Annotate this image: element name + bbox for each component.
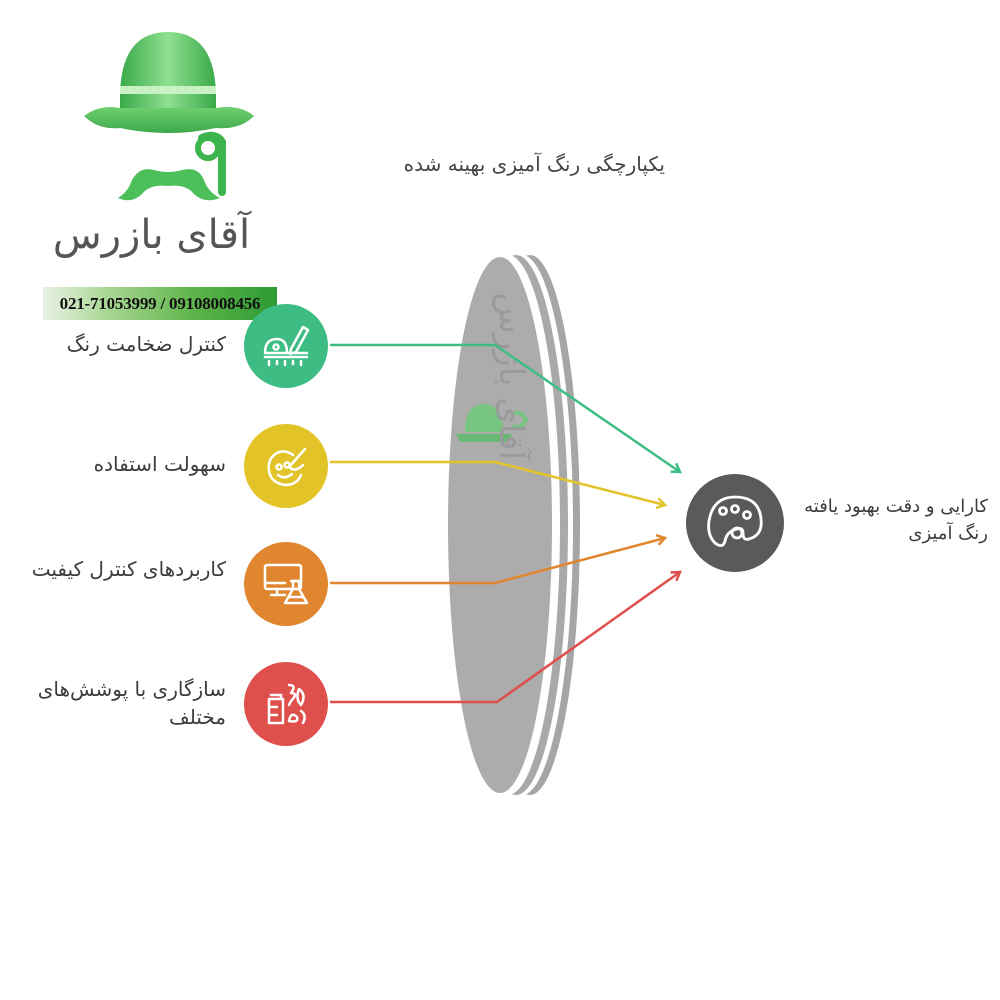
connector-line-3 — [330, 538, 665, 585]
input-label-1: کنترل ضخامت رنگ — [66, 332, 226, 356]
jar-leaf-icon — [267, 683, 306, 725]
lens-watermark-text: آقای بازرس — [491, 292, 532, 461]
connector-line-4 — [330, 572, 680, 704]
connector-line-1 — [330, 343, 680, 472]
output-circle — [686, 474, 784, 572]
connector-line-2 — [330, 460, 665, 505]
input-circle-4 — [244, 662, 328, 746]
input-label-4: سازگاری با پوشش‌های مختلف — [37, 677, 226, 729]
phone-numbers: 021-71053999 / 09108008456 — [59, 293, 261, 313]
phone-banner: 021-71053999 / 09108008456 — [43, 287, 277, 320]
input-circle-1 — [244, 304, 328, 388]
diagram-title: یکپارچگی رنگ آمیزی بهینه شده — [403, 152, 665, 176]
smiley-brush-icon — [267, 447, 307, 487]
monitor-flask-icon — [263, 563, 309, 605]
ruler-pencil-icon — [263, 325, 310, 367]
input-label-3: کاربردهای کنترل کیفیت — [31, 557, 226, 581]
input-circle-2 — [244, 424, 328, 508]
output-label: کارایی و دقت بهبود یافته رنگ آمیزی — [804, 496, 988, 544]
lens-shape — [448, 255, 580, 795]
brand-logo — [40, 20, 290, 330]
brand-name: آقای بازرس — [52, 212, 251, 258]
bowler-hat-mustache-monocle-logo — [84, 32, 254, 201]
input-circle-3 — [244, 542, 328, 626]
input-label-2: سهولت استفاده — [93, 452, 226, 476]
palette-icon — [707, 495, 763, 547]
lens-watermark-logo — [456, 404, 529, 442]
